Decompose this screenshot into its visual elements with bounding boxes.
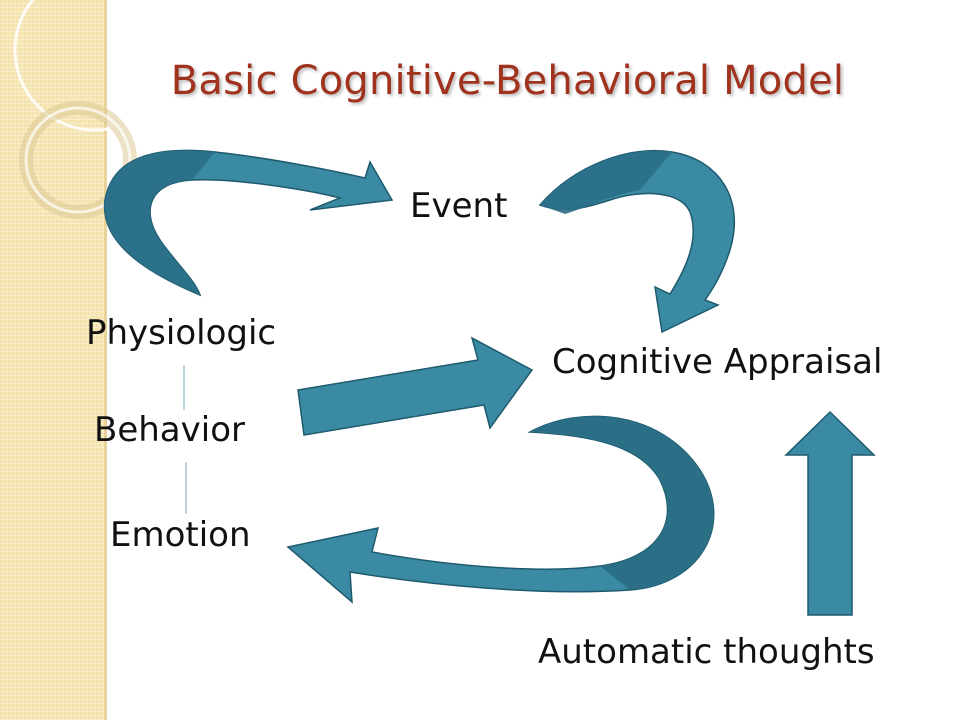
arrow-thoughts-to-appraisal: [784, 410, 876, 616]
deco-circle-large: [13, 0, 177, 132]
node-behavior: Behavior: [94, 410, 245, 450]
arrow-appraisal-to-emotion-shade: [530, 416, 714, 590]
node-automatic-thoughts: Automatic thoughts: [538, 632, 875, 672]
sidebar-edge: [104, 0, 107, 720]
arrow-appraisal-to-emotion: [286, 415, 715, 604]
node-event: Event: [410, 186, 508, 226]
node-cognitive-appraisal: Cognitive Appraisal: [552, 342, 883, 382]
arrow-physiologic-to-event-shade: [104, 150, 215, 295]
node-emotion: Emotion: [110, 515, 251, 555]
node-physiologic: Physiologic: [86, 313, 277, 353]
slide-title: Basic Cognitive-Behavioral Model: [170, 58, 845, 104]
arrow-event-to-appraisal-shade: [540, 150, 672, 214]
deco-ring-highlight: [24, 106, 132, 214]
decorative-circles: [13, 0, 177, 219]
arrow-behavior-to-appraisal: [297, 336, 534, 436]
